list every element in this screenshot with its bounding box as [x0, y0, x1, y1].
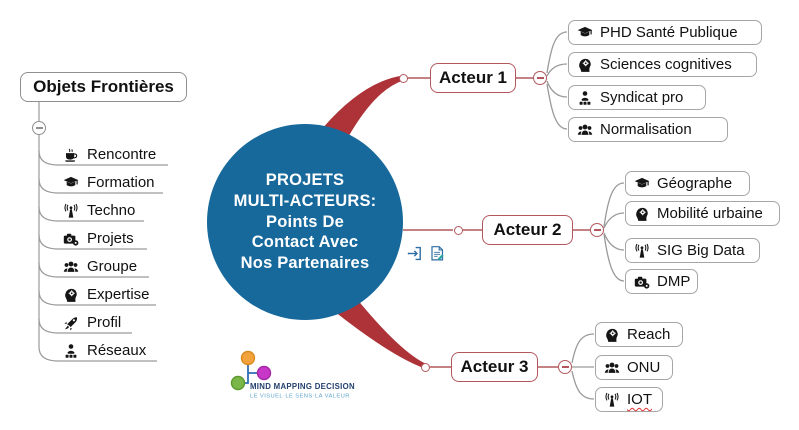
node-label: Rencontre	[87, 146, 157, 163]
node-label: Mobilité urbaine	[657, 205, 763, 222]
node-formation[interactable]: Formation	[63, 172, 155, 193]
node-dmp[interactable]: DMP	[625, 269, 698, 294]
node-acteur-3[interactable]: Acteur 3	[451, 352, 538, 382]
node-label: Objets Frontières	[33, 77, 174, 96]
node-label: SIG Big Data	[657, 242, 745, 259]
node-sig-big-data[interactable]: SIG Big Data	[625, 238, 760, 263]
hyperlink-icon[interactable]	[406, 245, 423, 262]
head-gear-icon	[64, 287, 78, 302]
node-onu[interactable]: ONU	[595, 355, 673, 380]
node-objets-frontieres[interactable]: Objets Frontières	[20, 72, 187, 102]
graduation-cap-icon	[63, 176, 79, 186]
node-label: Géographe	[657, 175, 733, 192]
node-label: PHD Santé Publique	[600, 24, 738, 41]
node-label: Profil	[87, 314, 122, 331]
coffee-cup-icon	[64, 147, 78, 162]
node-label: Acteur 2	[493, 220, 562, 239]
central-topic-line: Contact Avec	[251, 233, 359, 252]
node-acteur-1[interactable]: Acteur 1	[430, 63, 516, 93]
central-topic-line: MULTI-ACTEURS:	[233, 191, 377, 210]
central-topic-line: Points De	[266, 212, 344, 231]
node-label: Reach	[627, 326, 671, 343]
branch-junction-dot	[398, 73, 408, 83]
node-geographe[interactable]: Géographe	[625, 171, 750, 196]
node-label: Projets	[87, 230, 134, 247]
graduation-cap-icon	[634, 177, 650, 187]
node-expertise[interactable]: Expertise	[63, 284, 150, 305]
mind-mapping-decision-logo	[230, 350, 272, 391]
node-iot[interactable]: IOT	[595, 387, 663, 412]
antenna-icon	[605, 391, 619, 407]
group-icon	[63, 261, 79, 272]
rocket-icon	[64, 316, 78, 330]
note-icon[interactable]	[429, 245, 446, 262]
node-projets[interactable]: Projets	[63, 228, 134, 249]
logo-tagline: LE VISUEL·LE SENS·LA VALEUR	[250, 392, 350, 399]
node-label: Acteur 3	[460, 357, 529, 376]
antenna-icon	[635, 242, 649, 258]
node-profil[interactable]: Profil	[63, 312, 121, 333]
graduation-cap-icon	[577, 26, 593, 36]
central-topic-line: Nos Partenaires	[240, 254, 370, 273]
camera-gear-icon	[63, 233, 79, 246]
node-acteur-2[interactable]: Acteur 2	[482, 215, 573, 245]
node-label: Techno	[87, 202, 136, 219]
head-gear-icon	[578, 57, 592, 72]
node-label: ONU	[627, 359, 661, 376]
collapse-button-acteur-3[interactable]	[558, 360, 572, 374]
node-phd-sante-publique[interactable]: PHD Santé Publique	[568, 20, 762, 45]
node-reseaux[interactable]: Réseaux	[63, 340, 146, 361]
node-label: Sciences cognitives	[600, 56, 732, 73]
node-sciences-cognitives[interactable]: Sciences cognitives	[568, 52, 757, 77]
camera-gear-icon	[634, 276, 650, 289]
logo-title: MIND MAPPING DECISION	[250, 383, 355, 392]
head-gear-icon	[635, 206, 649, 221]
branch-junction-dot	[453, 225, 463, 235]
node-rencontre[interactable]: Rencontre	[63, 144, 156, 165]
node-label: Syndicat pro	[600, 89, 684, 106]
node-label: Groupe	[87, 258, 138, 275]
node-label: Normalisation	[600, 121, 692, 138]
node-mobilite-urbaine[interactable]: Mobilité urbaine	[625, 201, 780, 226]
node-label: IOT	[627, 391, 652, 408]
node-label: Expertise	[87, 286, 150, 303]
central-topic-line: PROJETS	[265, 170, 345, 189]
antenna-icon	[64, 202, 78, 218]
node-techno[interactable]: Techno	[63, 200, 135, 221]
node-syndicat-pro[interactable]: Syndicat pro	[568, 85, 706, 110]
group-icon	[604, 362, 620, 373]
node-label: DMP	[657, 273, 691, 290]
node-central-topic[interactable]: PROJETS MULTI-ACTEURS: Points De Contact…	[207, 124, 403, 320]
node-reach[interactable]: Reach	[595, 322, 683, 347]
collapse-button-acteur-2[interactable]	[590, 223, 604, 237]
node-normalisation[interactable]: Normalisation	[568, 117, 728, 142]
node-label: Acteur 1	[438, 68, 508, 87]
node-groupe[interactable]: Groupe	[63, 256, 137, 277]
network-person-icon	[579, 90, 591, 105]
group-icon	[577, 124, 593, 135]
head-gear-icon	[605, 327, 619, 342]
node-label: Formation	[87, 174, 155, 191]
collapse-button-acteur-1[interactable]	[533, 71, 547, 85]
collapse-button-objets-frontieres[interactable]	[32, 121, 46, 135]
branch-junction-dot	[420, 362, 430, 372]
network-person-icon	[65, 343, 77, 358]
node-label: Réseaux	[87, 342, 147, 359]
